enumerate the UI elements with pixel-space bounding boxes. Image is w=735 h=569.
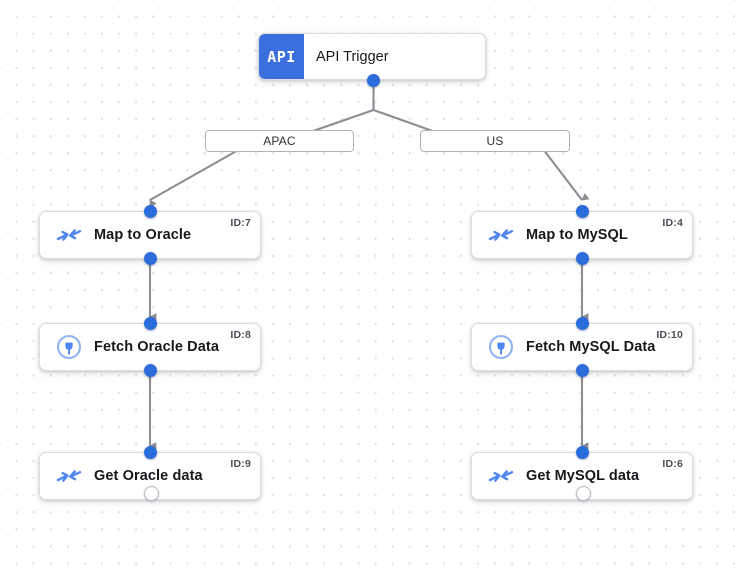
api-badge-icon: API bbox=[259, 34, 304, 79]
port-output-api-trigger[interactable] bbox=[367, 74, 380, 87]
port-output-fetch-mysql-data[interactable] bbox=[576, 364, 589, 377]
database-connector-icon bbox=[486, 332, 516, 362]
map-merge-arrows-icon bbox=[486, 220, 516, 250]
node-title: Fetch MySQL Data bbox=[526, 339, 656, 355]
map-merge-arrows-icon bbox=[54, 461, 84, 491]
port-input-map-to-oracle[interactable] bbox=[144, 205, 157, 218]
branch-condition-us[interactable]: US bbox=[420, 130, 570, 152]
node-title: Map to Oracle bbox=[94, 227, 192, 243]
branch-condition-apac[interactable]: APAC bbox=[205, 130, 354, 152]
port-input-map-to-mysql[interactable] bbox=[576, 205, 589, 218]
port-input-get-oracle-data[interactable] bbox=[144, 446, 157, 459]
api-badge-label: API bbox=[267, 47, 296, 66]
map-merge-arrows-icon bbox=[54, 220, 84, 250]
node-id-badge: ID:8 bbox=[230, 329, 251, 341]
port-output-map-to-oracle[interactable] bbox=[144, 252, 157, 265]
node-id-badge: ID:6 bbox=[662, 458, 683, 470]
node-id-badge: ID:4 bbox=[662, 217, 683, 229]
node-api-trigger[interactable]: API API Trigger bbox=[258, 33, 486, 80]
port-output-get-mysql-data[interactable] bbox=[576, 486, 591, 501]
node-id-badge: ID:9 bbox=[230, 458, 251, 470]
node-id-badge: ID:10 bbox=[656, 329, 683, 341]
node-title: Fetch Oracle Data bbox=[94, 339, 219, 355]
node-get-mysql-data[interactable]: Get MySQL data ID:6 bbox=[471, 452, 693, 500]
node-title: Get Oracle data bbox=[94, 468, 203, 484]
node-title: API Trigger bbox=[316, 48, 389, 65]
node-title: Map to MySQL bbox=[526, 227, 628, 243]
port-input-get-mysql-data[interactable] bbox=[576, 446, 589, 459]
branch-label: APAC bbox=[263, 134, 296, 148]
port-output-fetch-oracle-data[interactable] bbox=[144, 364, 157, 377]
port-input-fetch-oracle-data[interactable] bbox=[144, 317, 157, 330]
port-input-fetch-mysql-data[interactable] bbox=[576, 317, 589, 330]
edge-apac-to-map-oracle bbox=[149, 148, 241, 208]
database-connector-icon bbox=[54, 332, 84, 362]
port-output-map-to-mysql[interactable] bbox=[576, 252, 589, 265]
node-fetch-mysql-data[interactable]: Fetch MySQL Data ID:10 bbox=[471, 323, 693, 371]
node-id-badge: ID:7 bbox=[230, 217, 251, 229]
edge-us-to-map-mysql bbox=[542, 148, 590, 201]
node-map-to-mysql[interactable]: Map to MySQL ID:4 bbox=[471, 211, 693, 259]
node-title: Get MySQL data bbox=[526, 468, 640, 484]
map-merge-arrows-icon bbox=[486, 461, 516, 491]
port-output-get-oracle-data[interactable] bbox=[144, 486, 159, 501]
branch-label: US bbox=[486, 134, 504, 148]
